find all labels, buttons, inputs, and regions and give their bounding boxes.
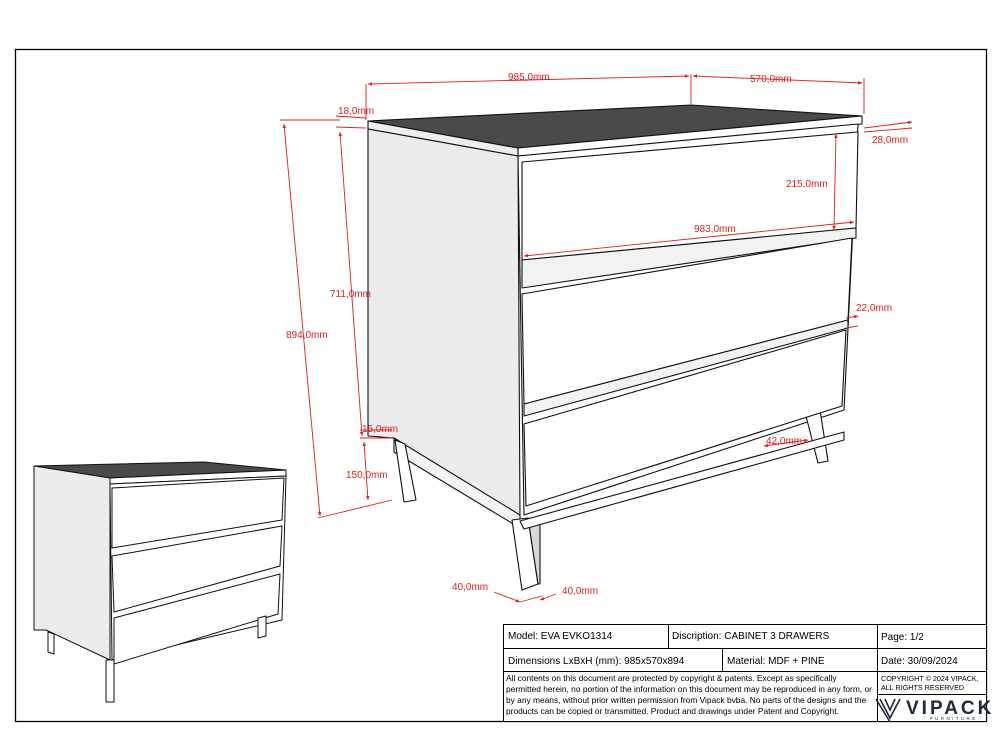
dim-drawer-gap-label: 22,0mm	[856, 303, 892, 314]
thumbnail-cabinet-drawing	[33, 461, 287, 703]
vipack-logo: VIPACK FURNITURE	[875, 698, 994, 723]
model-label: Model: EVA EVKO1314	[508, 631, 613, 642]
main-cabinet-drawing	[367, 104, 863, 591]
cabinet-side-panel	[367, 128, 521, 522]
dim-leg-width-label: 40,0mm	[452, 582, 488, 593]
logo-tagline: FURNITURE	[930, 716, 978, 721]
back-right-leg	[805, 409, 829, 464]
dim-width-label: 985,0mm	[508, 72, 550, 83]
logo-wordmark: VIPACK	[906, 698, 994, 719]
thumb-back-left-leg	[47, 631, 55, 655]
dimension-lines	[280, 74, 913, 603]
page-label: Page: 1/2	[881, 632, 924, 643]
date-label: Date: 30/09/2024	[881, 656, 958, 667]
sheet-border	[14, 48, 988, 723]
legal-text-line-1: All contents on this document are protec…	[506, 673, 837, 683]
copyright-line-2: ALL RIGHTS RESERVED	[881, 683, 964, 692]
dim-bottom-rail-label: 15,0mm	[362, 424, 398, 435]
front-bottom-rail	[519, 431, 845, 530]
description-label: Discription: CABINET 3 DRAWERS	[672, 631, 830, 642]
thumb-drawer-top[interactable]	[111, 477, 285, 549]
dim-leg-inset-label: 42,0mm	[766, 436, 802, 447]
dim-leg-depth-label: 40,0mm	[562, 586, 598, 597]
thumb-drawer-middle[interactable]	[111, 525, 283, 613]
title-block-frame	[503, 624, 987, 722]
thumb-front-right-leg	[257, 615, 267, 639]
legal-text-line-3: by any means, without prior written perm…	[506, 695, 866, 705]
material-label: Material: MDF + PINE	[727, 656, 825, 667]
vipack-v-icon	[875, 698, 901, 723]
dim-top-overhang-label: 28,0mm	[872, 135, 908, 146]
legal-text-line-2: permitted herein, no portion of the info…	[506, 684, 872, 694]
dim-total-height-label: 894,0mm	[286, 330, 328, 341]
title-block: Model: EVA EVKO1314 Discription: CABINET…	[503, 624, 994, 723]
dim-top-thickness-label: 18,0mm	[338, 106, 374, 117]
copyright-line-1: COPYRIGHT © 2024 VIPACK,	[881, 674, 979, 683]
dim-drawer-height-label: 215,0mm	[786, 179, 828, 190]
dim-drawer-width-label: 983,0mm	[694, 224, 736, 235]
legal-text-line-4: products can be copied or transmitted. P…	[506, 706, 839, 716]
thumb-front-left-leg	[105, 659, 115, 703]
dimension-labels: 985,0mm 570,0mm 18,0mm 28,0mm 215,0mm 98…	[286, 72, 908, 597]
thumb-drawer-bottom[interactable]	[113, 573, 281, 665]
drawer-bottom[interactable]	[523, 329, 847, 507]
thumb-side-panel	[33, 465, 111, 661]
dim-body-height-label: 711,0mm	[330, 289, 371, 300]
dim-leg-height-label: 150,0mm	[346, 470, 388, 481]
back-left-leg	[394, 439, 417, 503]
dim-depth-label: 570,0mm	[750, 74, 792, 85]
dimensions-label: Dimensions LxBxH (mm): 985x570x894	[508, 656, 685, 667]
